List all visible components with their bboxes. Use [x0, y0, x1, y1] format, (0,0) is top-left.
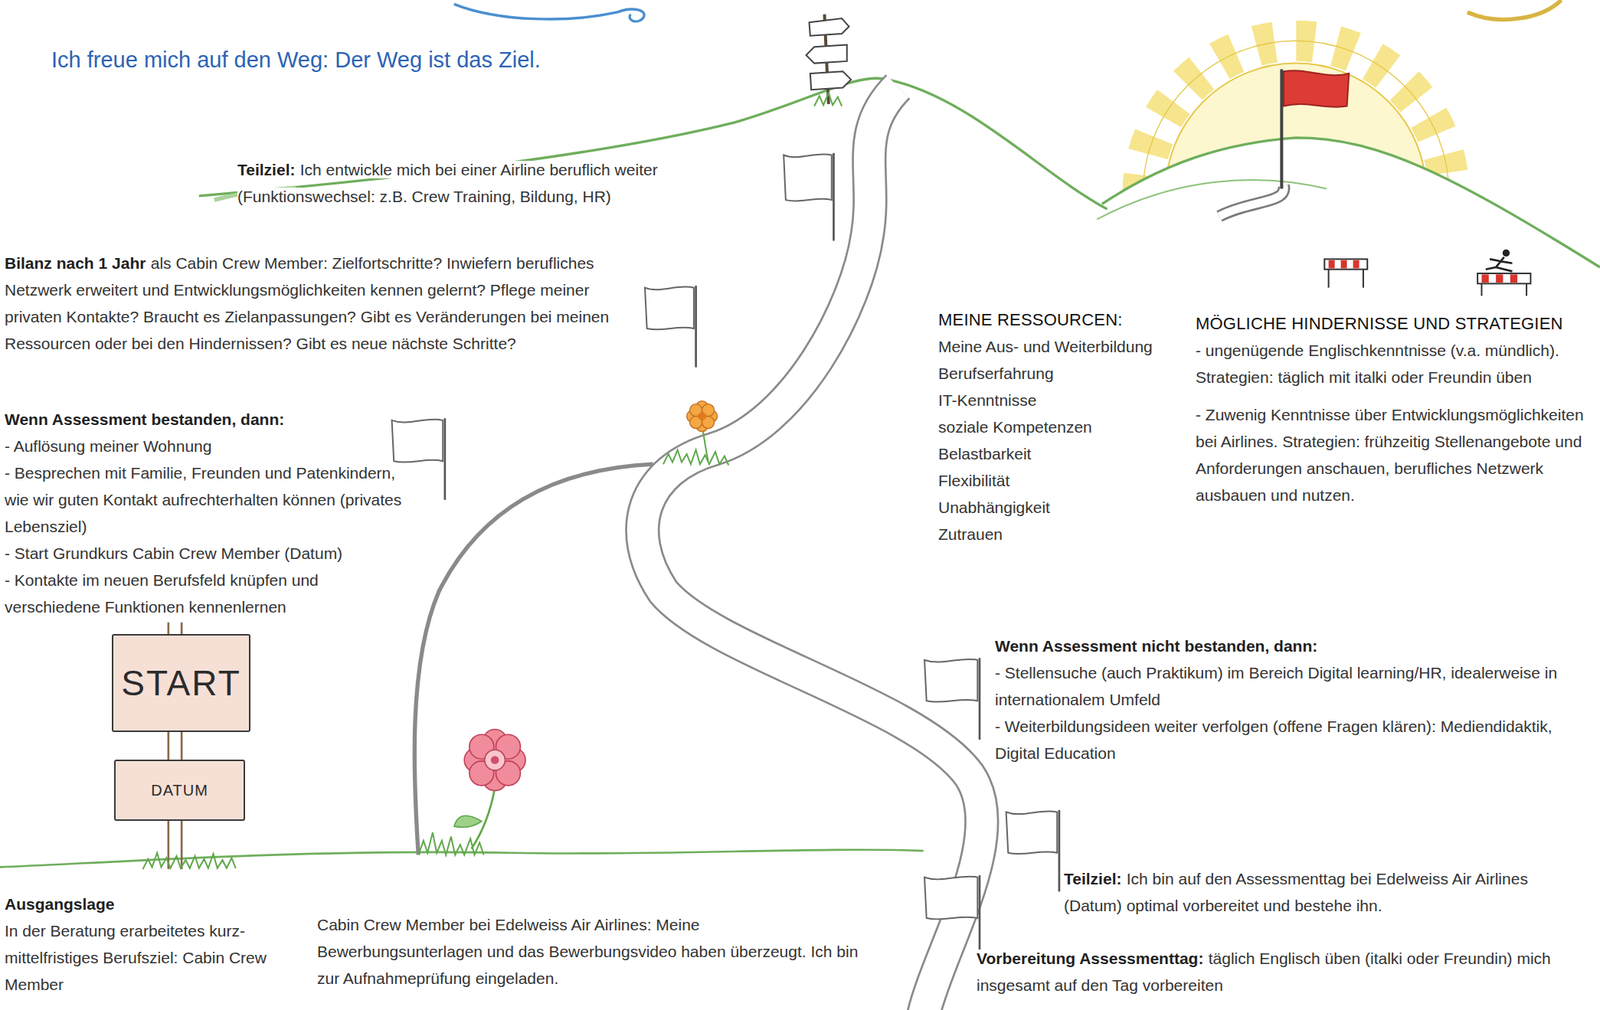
- text-row: Teilziel:Ich entwickle mich bei einer Ai…: [237, 156, 743, 210]
- hill-mask: [1102, 137, 1600, 307]
- milestone-flag: [392, 418, 445, 501]
- milestone-flag: [1006, 810, 1060, 893]
- step-item: - Stellensuche (auch Praktikum) im Berei…: [994, 664, 1558, 709]
- summit-road: [1219, 185, 1284, 216]
- hurdle-with-runner: [1477, 249, 1531, 297]
- step-item: - Start Grundkurs Cabin Crew Member (Dat…: [4, 544, 343, 563]
- goal-text: Ich bin auf den Assessmenttag bei Edelwe…: [1063, 870, 1529, 915]
- text-block: MEINE RESSOURCEN: Meine Aus- und Weiterbi…: [938, 306, 1157, 548]
- text-row: Ausgangslage: [4, 890, 288, 918]
- branch-heading: Wenn Assessment nicht bestanden, dann:: [994, 637, 1318, 655]
- goal-text: Ich entwickle mich bei einer Airline ber…: [237, 160, 658, 206]
- milestone-flag: [644, 285, 697, 368]
- resource-item: Meine Aus- und Weiterbildung: [938, 337, 1153, 356]
- text-row: MEINE RESSOURCEN:: [938, 306, 1157, 334]
- text-row: Wenn Assessment bestanden, dann:: [4, 405, 419, 433]
- text-row: - Kontakte im neuen Berufsfeld knüpfen u…: [4, 566, 419, 621]
- text-row: - Zuwenig Kenntnisse über Entwicklungsmö…: [1195, 401, 1591, 509]
- hurdle: [1324, 258, 1368, 288]
- start-heading: Ausgangslage: [4, 895, 115, 913]
- goal-heading: Teilziel:: [237, 160, 295, 179]
- hill-line: [199, 78, 1108, 210]
- text-row: Bilanz nach 1 Jahrals Cabin Crew Member:…: [4, 249, 641, 357]
- hill-line: [1096, 179, 1327, 220]
- page-title: Ich freue mich auf den Weg: Der Weg ist …: [51, 44, 541, 76]
- milestone-flag: [924, 875, 980, 958]
- signpost: [805, 14, 851, 107]
- text-block: MÖGLICHE HINDERNISSE UND STRATEGIEN - ung…: [1195, 310, 1591, 509]
- sign-text: START: [121, 662, 242, 704]
- obstacle-item: - Zuwenig Kenntnisse über Entwicklungsmö…: [1195, 405, 1584, 504]
- text-row: Belastbarkeit: [938, 440, 1157, 468]
- branch-heading: Wenn Assessment bestanden, dann:: [4, 410, 285, 429]
- prep-heading: Vorbereitung Assessmenttag:: [976, 949, 1204, 968]
- start-text: In der Beratung erarbeitetes kurz- mitte…: [4, 922, 267, 994]
- resource-item: Belastbarkeit: [938, 444, 1031, 463]
- text-row: Unabhängigkeit: [938, 494, 1157, 521]
- text-row: Cabin Crew Member bei Edelweiss Air Airl…: [317, 911, 869, 992]
- text-row: IT-Kenntnisse: [938, 386, 1157, 414]
- milestone-flag: [783, 153, 834, 242]
- cloud-swirl: [454, 3, 645, 22]
- goal-flag: [1283, 70, 1349, 108]
- text-row: soziale Kompetenzen: [938, 413, 1157, 441]
- text-block: Ausgangslage In der Beratung erarbeitetes…: [4, 890, 288, 998]
- text-block: Wenn Assessment bestanden, dann: - Auflös…: [4, 405, 419, 621]
- text-row: Vorbereitung Assessmenttag:täglich Engli…: [976, 945, 1590, 999]
- text-row: MÖGLICHE HINDERNISSE UND STRATEGIEN: [1195, 310, 1591, 338]
- text-block: Teilziel:Ich entwickle mich bei einer Ai…: [237, 156, 743, 210]
- start-text: Cabin Crew Member bei Edelweiss Air Airl…: [317, 916, 858, 988]
- text-row: Berufserfahrung: [938, 359, 1157, 387]
- step-item: - Besprechen mit Familie, Freunden und P…: [4, 464, 402, 536]
- text-row: - Start Grundkurs Cabin Crew Member (Dat…: [4, 539, 419, 567]
- goal-heading: Teilziel:: [1063, 870, 1122, 888]
- text-block: Bilanz nach 1 Jahrals Cabin Crew Member:…: [4, 249, 641, 357]
- text-block: Cabin Crew Member bei Edelweiss Air Airl…: [317, 911, 869, 992]
- text-row: Zutrauen: [938, 520, 1157, 548]
- review-heading: Bilanz nach 1 Jahr: [4, 254, 146, 272]
- text-block: Vorbereitung Assessmenttag:täglich Engli…: [976, 945, 1590, 999]
- winding-road: [414, 86, 982, 1010]
- milestone-flag: [924, 657, 980, 740]
- text-row: - Stellensuche (auch Praktikum) im Berei…: [994, 659, 1578, 714]
- ground-line: [0, 850, 924, 868]
- flag-pole: [1279, 69, 1283, 190]
- text-row: Wenn Assessment nicht bestanden, dann:: [994, 632, 1578, 660]
- step-item: - Kontakte im neuen Berufsfeld knüpfen u…: [4, 571, 319, 616]
- text-row: Teilziel:Ich bin auf den Assessmenttag b…: [1063, 865, 1578, 920]
- sign-board: DATUM: [114, 759, 246, 822]
- resource-item: Zutrauen: [938, 525, 1003, 544]
- resource-item: IT-Kenntnisse: [938, 391, 1037, 409]
- resource-item: Berufserfahrung: [938, 364, 1054, 383]
- text-row: - ungenügende Englischkenntnisse (v.a. m…: [1195, 337, 1591, 391]
- text-row: Meine Aus- und Weiterbildung: [938, 333, 1157, 360]
- sign-text: DATUM: [150, 782, 209, 800]
- text-block: Teilziel:Ich bin auf den Assessmenttag b…: [1063, 865, 1578, 920]
- resource-item: soziale Kompetenzen: [938, 418, 1093, 436]
- sign-board: START: [111, 634, 251, 733]
- section-heading: MÖGLICHE HINDERNISSE UND STRATEGIEN: [1195, 314, 1564, 334]
- text-block: Wenn Assessment nicht bestanden, dann: - …: [994, 632, 1578, 767]
- text-row: Flexibilität: [938, 467, 1157, 495]
- text-row: - Besprechen mit Familie, Freunden und P…: [4, 459, 419, 540]
- resource-item: Unabhängigkeit: [938, 498, 1051, 517]
- hill-line: [1102, 137, 1600, 268]
- step-item: - Weiterbildungsideen weiter verfolgen (…: [994, 717, 1553, 763]
- pink-flower: [418, 729, 526, 856]
- obstacle-item: - ungenügende Englischkenntnisse (v.a. m…: [1195, 341, 1560, 387]
- text-row: - Weiterbildungsideen weiter verfolgen (…: [994, 713, 1578, 767]
- text-row: - Auflösung meiner Wohnung: [4, 432, 419, 460]
- orange-flower: [663, 401, 729, 466]
- text-row: In der Beratung erarbeitetes kurz- mitte…: [4, 917, 288, 998]
- step-item: - Auflösung meiner Wohnung: [4, 437, 212, 455]
- moon-arc: [1467, 0, 1562, 20]
- resource-item: Flexibilität: [938, 471, 1010, 490]
- section-heading: MEINE RESSOURCEN:: [938, 310, 1123, 330]
